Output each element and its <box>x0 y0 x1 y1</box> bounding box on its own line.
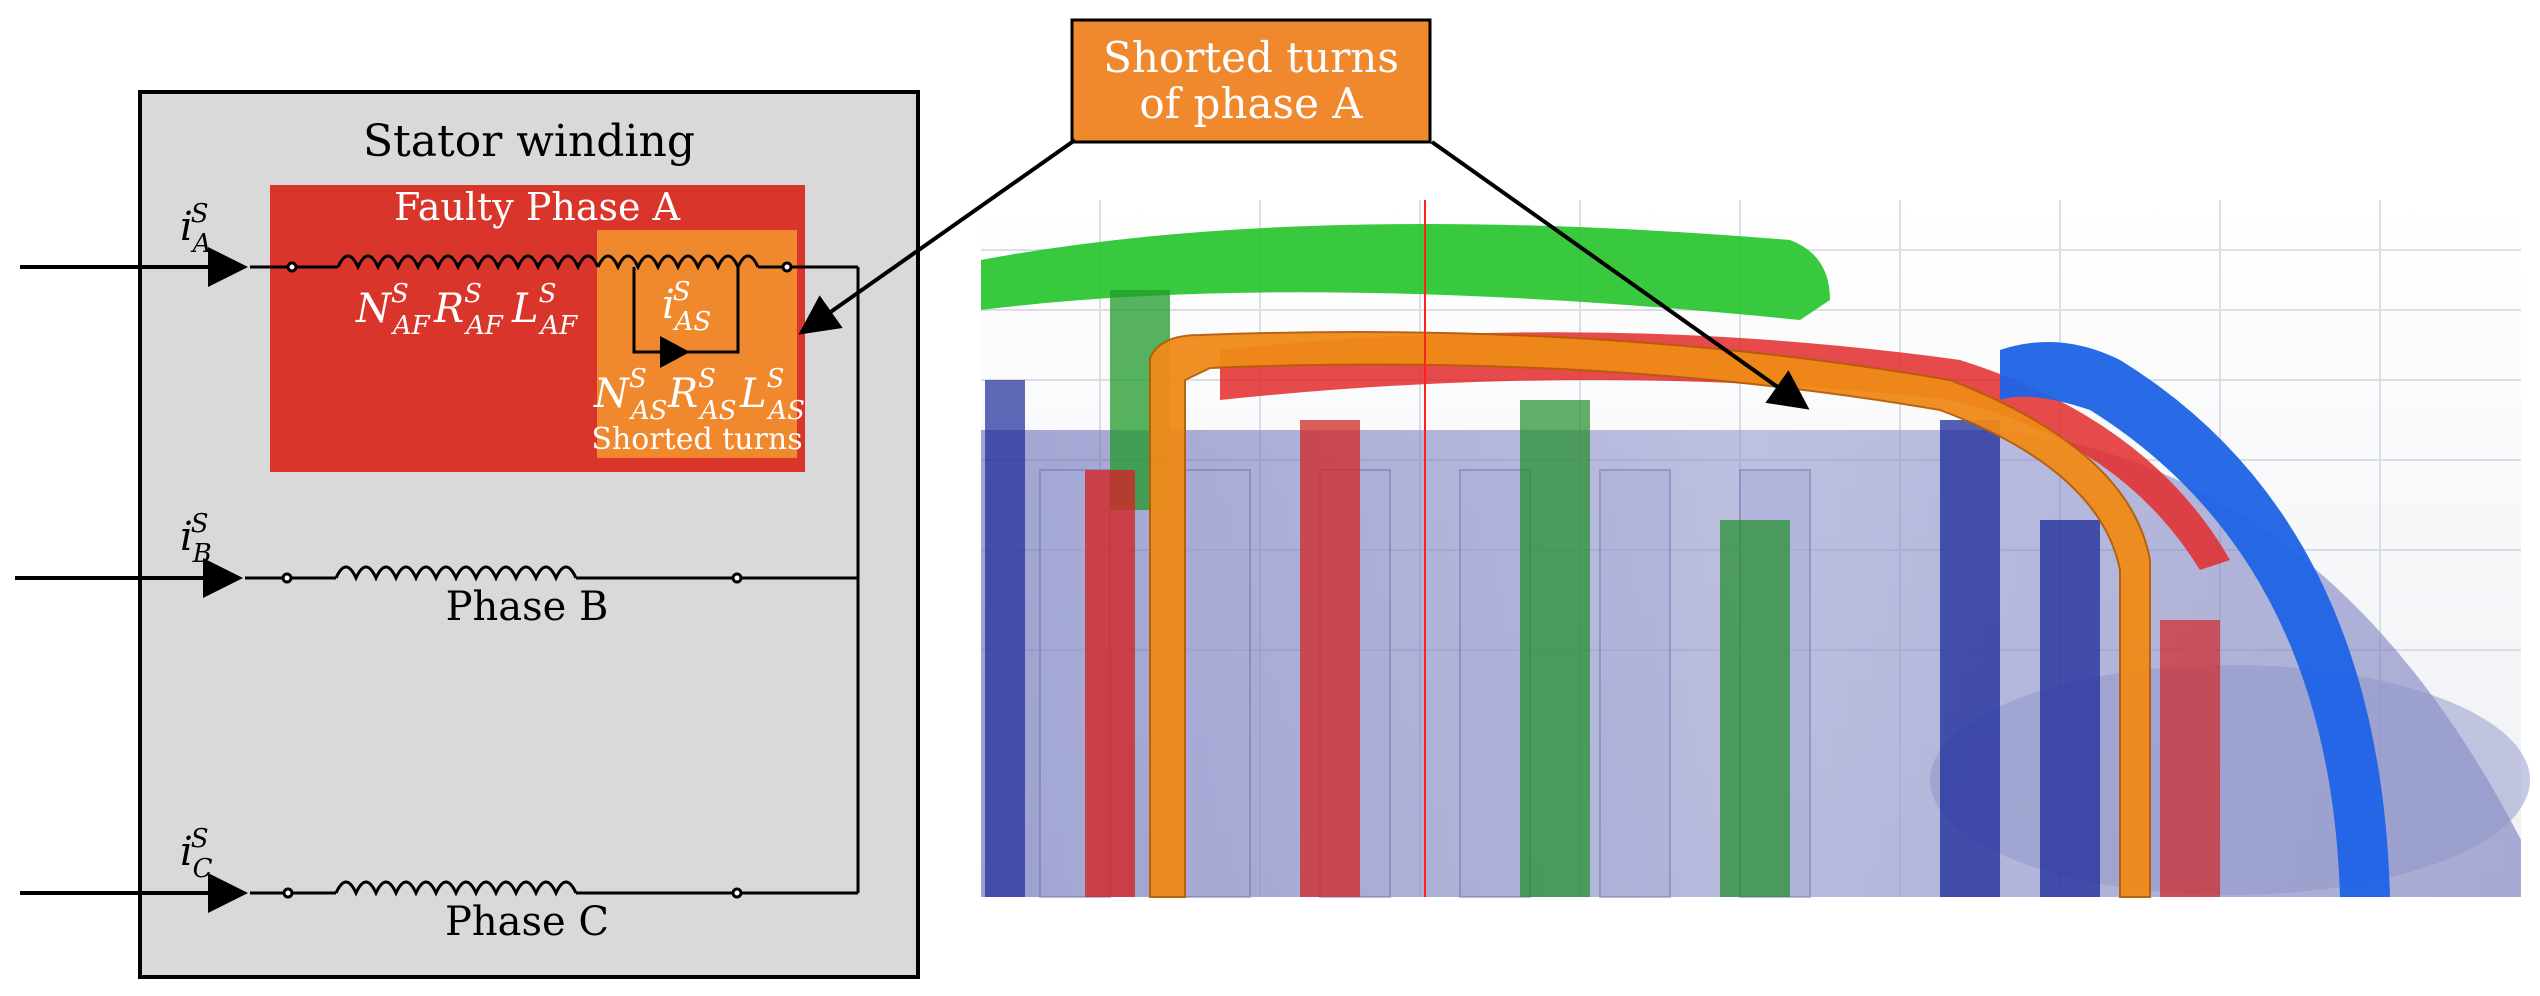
coil-c <box>334 880 578 897</box>
phase-c-circuit <box>20 873 858 913</box>
faulty-phase-label: Faulty Phase A <box>394 185 681 229</box>
callout-box <box>1070 18 1432 144</box>
phase-a-circuit <box>20 247 858 354</box>
coil-as <box>596 254 760 271</box>
callout-arrow-right <box>1430 140 1810 410</box>
coil-af <box>336 254 600 271</box>
shorted-turns-label: Shorted turns <box>591 422 802 457</box>
callout-arrow-left <box>798 138 1077 335</box>
phase-c-label: Phase C <box>445 899 609 945</box>
phase-b-label: Phase B <box>446 584 609 630</box>
stator-title: Stator winding <box>363 116 695 167</box>
stator-schematic: Stator winding Faulty Phase A Shorted tu… <box>15 90 920 979</box>
callout-line2: of phase A <box>1139 79 1363 128</box>
callout-line1: Shorted turns <box>1103 33 1399 82</box>
callout: Shorted turns of phase A <box>798 18 1810 410</box>
coil-b <box>334 565 578 582</box>
stator-3d-render <box>981 200 2530 898</box>
short-current-arrow <box>660 336 690 368</box>
phase-b-circuit <box>15 558 858 598</box>
